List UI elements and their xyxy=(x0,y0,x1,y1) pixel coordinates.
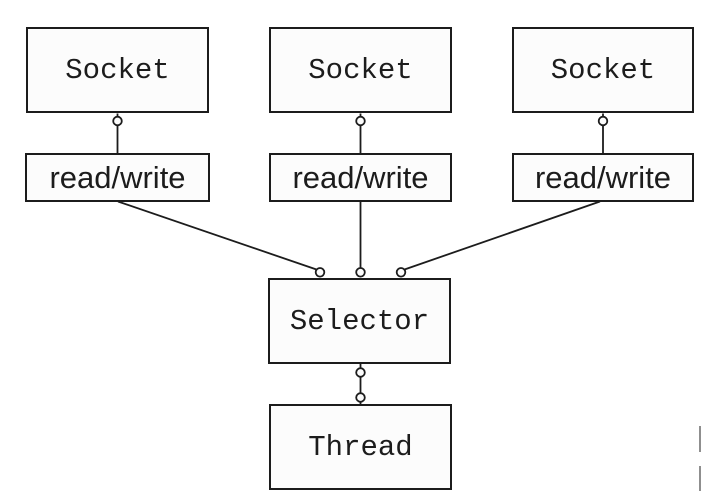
node-socket-2-label: Socket xyxy=(308,53,413,87)
screen-edge-artifact-top xyxy=(699,426,701,452)
port-thread-top xyxy=(355,392,366,403)
port-selector-top-right xyxy=(395,267,407,278)
port-socket2-bottom xyxy=(355,115,366,127)
node-socket-3-label: Socket xyxy=(550,53,656,87)
node-readwrite-3-label: read/write xyxy=(534,159,672,195)
edge-readwrite1-selector xyxy=(117,200,317,271)
port-selector-bottom xyxy=(355,367,366,378)
node-readwrite-1-label: read/write xyxy=(49,159,186,195)
node-readwrite-3: read/write xyxy=(512,153,694,202)
node-thread-label: Thread xyxy=(308,430,413,464)
screen-edge-artifact-bottom xyxy=(699,466,701,491)
edge-readwrite3-selector xyxy=(404,200,601,271)
node-readwrite-2-label: read/write xyxy=(292,159,429,195)
node-readwrite-1: read/write xyxy=(25,153,210,202)
port-selector-top-middle xyxy=(355,267,366,278)
node-socket-1: Socket xyxy=(26,27,209,113)
node-socket-1-label: Socket xyxy=(65,53,170,87)
port-selector-top-left xyxy=(314,267,326,278)
node-thread: Thread xyxy=(269,404,452,490)
port-socket3-bottom xyxy=(597,115,609,127)
node-readwrite-2: read/write xyxy=(269,153,452,202)
node-socket-3: Socket xyxy=(512,27,694,113)
node-socket-2: Socket xyxy=(269,27,452,113)
node-selector-label: Selector xyxy=(289,304,430,338)
port-socket1-bottom xyxy=(112,115,123,127)
node-selector: Selector xyxy=(268,278,451,364)
